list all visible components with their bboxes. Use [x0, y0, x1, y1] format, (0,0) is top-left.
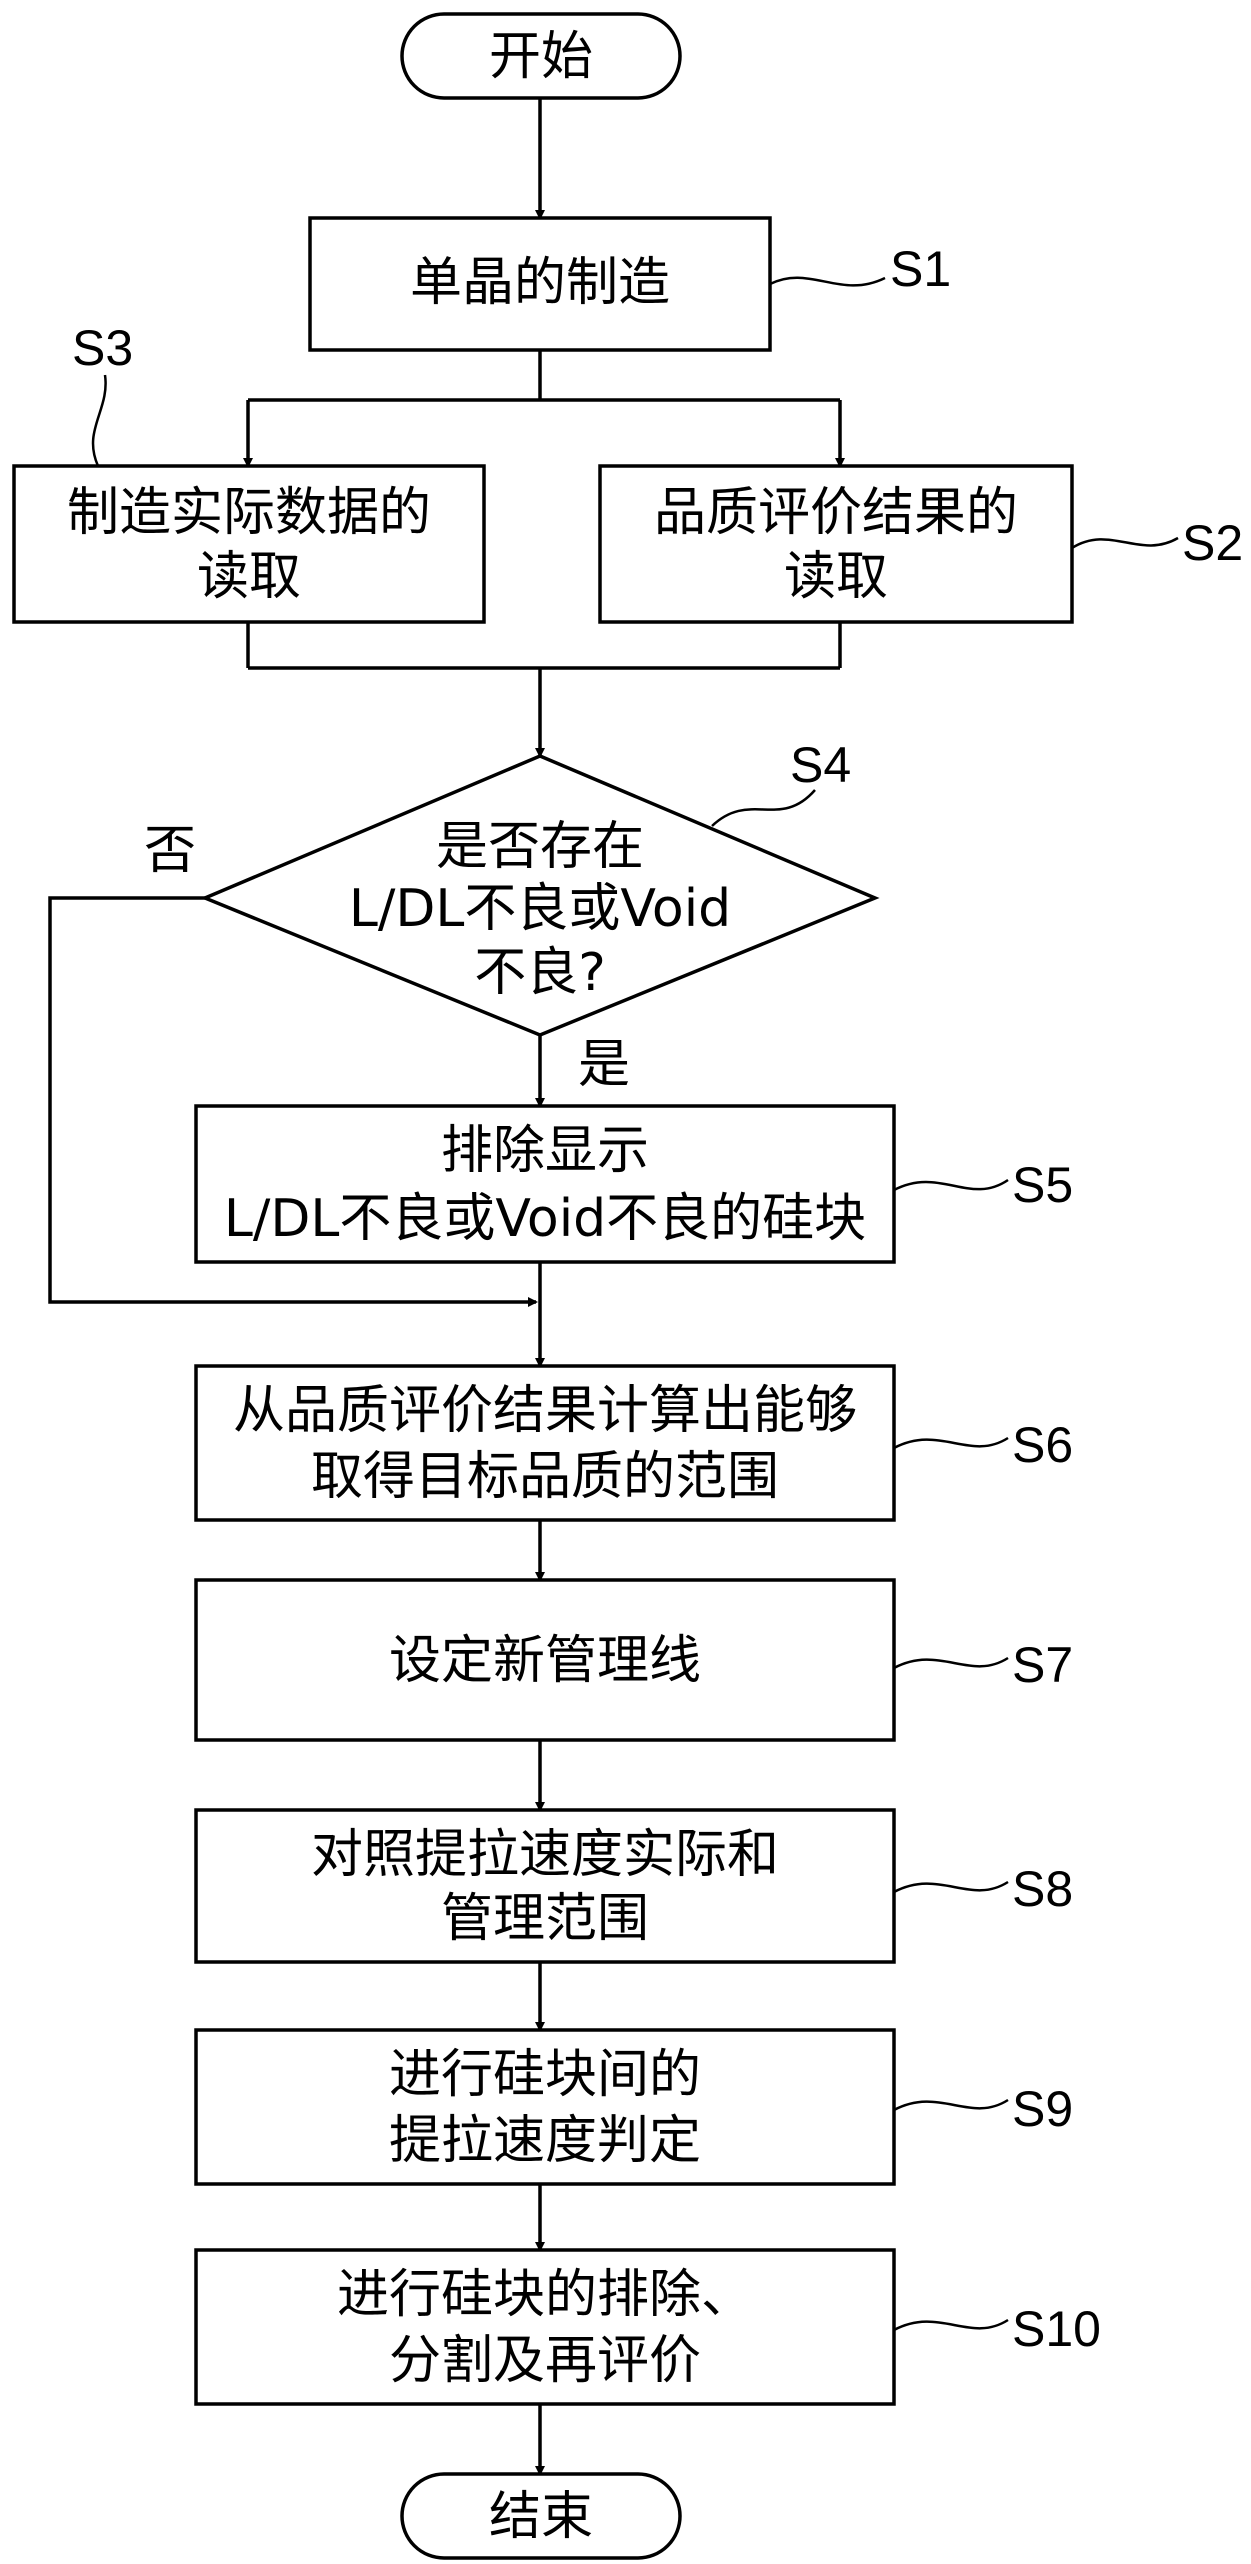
s1-leader — [769, 276, 886, 287]
s3-label: S3 — [72, 320, 133, 376]
s8-line-2: 管理范围 — [441, 1889, 649, 1949]
end-text: 结束 — [489, 2487, 593, 2547]
s8-label: S8 — [1012, 1861, 1073, 1917]
s4-line-2: L/DL不良或Void — [349, 879, 731, 939]
step-s10: 进行硅块的排除、 分割及再评价 S10 — [194, 2248, 1101, 2406]
s7-label: S7 — [1012, 1637, 1073, 1693]
s2-box — [598, 464, 1074, 624]
step-s2: 品质评价结果的 读取 S2 — [598, 464, 1243, 624]
s10-line-1: 进行硅块的排除、 — [337, 2265, 753, 2325]
s3-line-2: 读取 — [197, 547, 301, 607]
s4-label: S4 — [790, 737, 851, 793]
s1-label: S1 — [890, 241, 951, 297]
s1-box — [308, 216, 772, 352]
s5-line-1: 排除显示 — [441, 1121, 649, 1181]
s5-line-2: L/DL不良或Void不良的硅块 — [224, 1189, 866, 1249]
step-s1: 单晶的制造 S1 — [308, 216, 951, 352]
step-s9: 进行硅块间的 提拉速度判定 S9 — [194, 2028, 1073, 2186]
step-s7: 设定新管理线 S7 — [194, 1578, 1073, 1742]
s2-label: S2 — [1182, 515, 1243, 571]
step-s4: 是否存在 L/DL不良或Void 不良? S4 否 是 — [144, 737, 880, 1095]
step-s5: 排除显示 L/DL不良或Void不良的硅块 S5 — [194, 1104, 1073, 1264]
start-shape — [400, 12, 682, 100]
end-shape — [400, 2472, 682, 2560]
s9-label: S9 — [1012, 2081, 1073, 2137]
s3-leader — [91, 374, 107, 467]
s2-line-2: 读取 — [784, 547, 888, 607]
s2-leader — [1071, 536, 1179, 550]
s7-box — [194, 1578, 896, 1742]
end-terminator: 结束 — [400, 2472, 682, 2560]
s6-line-1: 从品质评价结果计算出能够 — [233, 1381, 857, 1441]
s9-box — [194, 2028, 896, 2186]
s8-line-1: 对照提拉速度实际和 — [311, 1825, 779, 1885]
s6-box — [194, 1364, 896, 1522]
s6-line-2: 取得目标品质的范围 — [311, 1447, 779, 1507]
s9-line-2: 提拉速度判定 — [389, 2111, 701, 2171]
step-s6: 从品质评价结果计算出能够 取得目标品质的范围 S6 — [194, 1364, 1073, 1522]
s4-yes-label: 是 — [578, 1035, 630, 1095]
s3-box — [12, 464, 486, 624]
s9-line-1: 进行硅块间的 — [389, 2045, 701, 2105]
s8-box — [194, 1808, 896, 1964]
connectors — [48, 98, 845, 2476]
start-text: 开始 — [489, 27, 593, 87]
s10-leader — [893, 2318, 1009, 2332]
s8-leader — [893, 1880, 1009, 1894]
line-no-bypass — [48, 896, 538, 1307]
s5-label: S5 — [1012, 1157, 1073, 1213]
step-s8: 对照提拉速度实际和 管理范围 S8 — [194, 1808, 1073, 1964]
s3-line-1: 制造实际数据的 — [67, 483, 431, 543]
s10-label: S10 — [1012, 2301, 1101, 2357]
s4-diamond — [200, 754, 880, 1037]
step-s3: 制造实际数据的 读取 S3 — [12, 320, 486, 624]
s6-leader — [893, 1436, 1009, 1450]
s10-box — [194, 2248, 896, 2406]
s10-line-2: 分割及再评价 — [389, 2331, 701, 2391]
s1-line-1: 单晶的制造 — [410, 253, 670, 313]
s4-line-3: 不良? — [474, 943, 606, 1003]
start-terminator: 开始 — [400, 12, 682, 100]
s4-leader — [711, 789, 816, 827]
s4-line-1: 是否存在 — [436, 817, 644, 877]
s5-leader — [893, 1178, 1009, 1192]
s6-label: S6 — [1012, 1417, 1073, 1473]
s5-box — [194, 1104, 896, 1264]
s4-no-label: 否 — [144, 821, 196, 881]
s2-line-1: 品质评价结果的 — [654, 483, 1018, 543]
s7-leader — [893, 1656, 1009, 1670]
s9-leader — [893, 2098, 1009, 2112]
s7-line-1: 设定新管理线 — [389, 1631, 701, 1691]
